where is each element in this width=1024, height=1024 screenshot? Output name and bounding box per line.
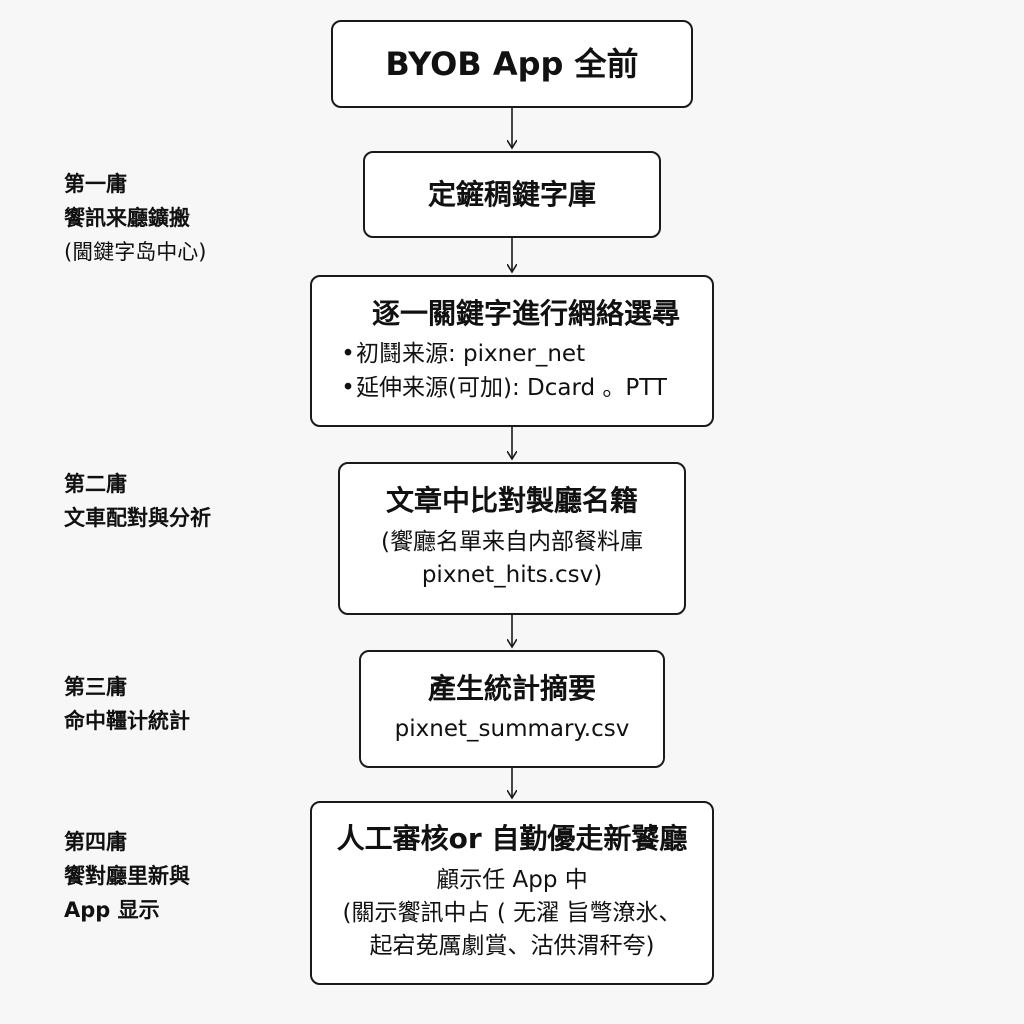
review-line-1: 顧示任 App 中	[436, 866, 588, 893]
summary-file: pixnet_summary.csv	[394, 716, 630, 743]
stage-4-label: 第四庸 饗對廳里新與 App 显示	[64, 825, 190, 927]
match-box: 文章中比對製廳名籍 (饗廳名單来自内部餐料庫 pixnet_hits.csv)	[338, 462, 686, 615]
crawl-item-primary-text: 初鬪来源: pixner_net	[356, 341, 586, 368]
match-line-2: pixnet_hits.csv)	[421, 562, 603, 589]
bullet-icon: •	[341, 374, 355, 401]
review-box: 人工審核or 自勤優走新饕廳 顧示任 App 中 (關示饗訊中占 ( 无濯 旨彆…	[310, 801, 714, 985]
review-line-2: (關示饗訊中占 ( 无濯 旨彆潦氷、	[342, 900, 682, 927]
stage-1-sub: (閫鍵字岛中心)	[64, 240, 207, 264]
keyword-library-title: 定鏟稠鍵字庫	[427, 177, 596, 211]
stage-2-head: 第二庸	[64, 472, 127, 496]
stage-1-label: 第一庸 饗訊来廳鑛搬 (閫鍵字岛中心)	[64, 167, 206, 269]
stage-3-head: 第三庸	[64, 675, 127, 699]
stage-1-head: 第一庸	[64, 172, 127, 196]
start-box: BYOB App 全前	[331, 20, 693, 108]
review-line-3: 起宕莬厲劇賞、沽供渭秆夸)	[369, 933, 655, 960]
match-line-1: (饗廳名單来自内部餐料庫	[381, 528, 643, 555]
stage-3-name: 命中韁计統計	[64, 709, 190, 733]
match-title: 文章中比對製廳名籍	[385, 484, 638, 518]
stage-4-sub: App 显示	[64, 898, 160, 922]
crawl-item-primary: •初鬪来源: pixner_net	[340, 338, 585, 371]
stage-2-label: 第二庸 文車配對與分祈	[64, 467, 211, 535]
stage-4-head: 第四庸	[64, 830, 127, 854]
bullet-icon: •	[341, 341, 355, 368]
review-title: 人工審核or 自勤優走新饕廳	[336, 822, 688, 856]
keyword-library-box: 定鏟稠鍵字庫	[363, 151, 661, 238]
summary-box: 產生統計摘要 pixnet_summary.csv	[359, 650, 665, 768]
crawl-box: 逐一關鍵字進行網絡選尋 •初鬪来源: pixner_net •延伸来源(可加):…	[310, 275, 714, 427]
stage-2-name: 文車配對與分祈	[64, 506, 211, 530]
crawl-title: 逐一關鍵字進行網絡選尋	[371, 296, 680, 330]
summary-title: 產生統計摘要	[427, 671, 596, 705]
crawl-item-extended-text: 延伸来源(可加): Dcard 。PTT	[356, 374, 667, 401]
crawl-item-extended: •延伸来源(可加): Dcard 。PTT	[340, 372, 667, 405]
stage-4-name: 饗對廳里新與	[64, 864, 190, 888]
stage-3-label: 第三庸 命中韁计統計	[64, 670, 190, 738]
stage-1-name: 饗訊来廳鑛搬	[64, 206, 190, 230]
start-title: BYOB App 全前	[385, 44, 639, 83]
